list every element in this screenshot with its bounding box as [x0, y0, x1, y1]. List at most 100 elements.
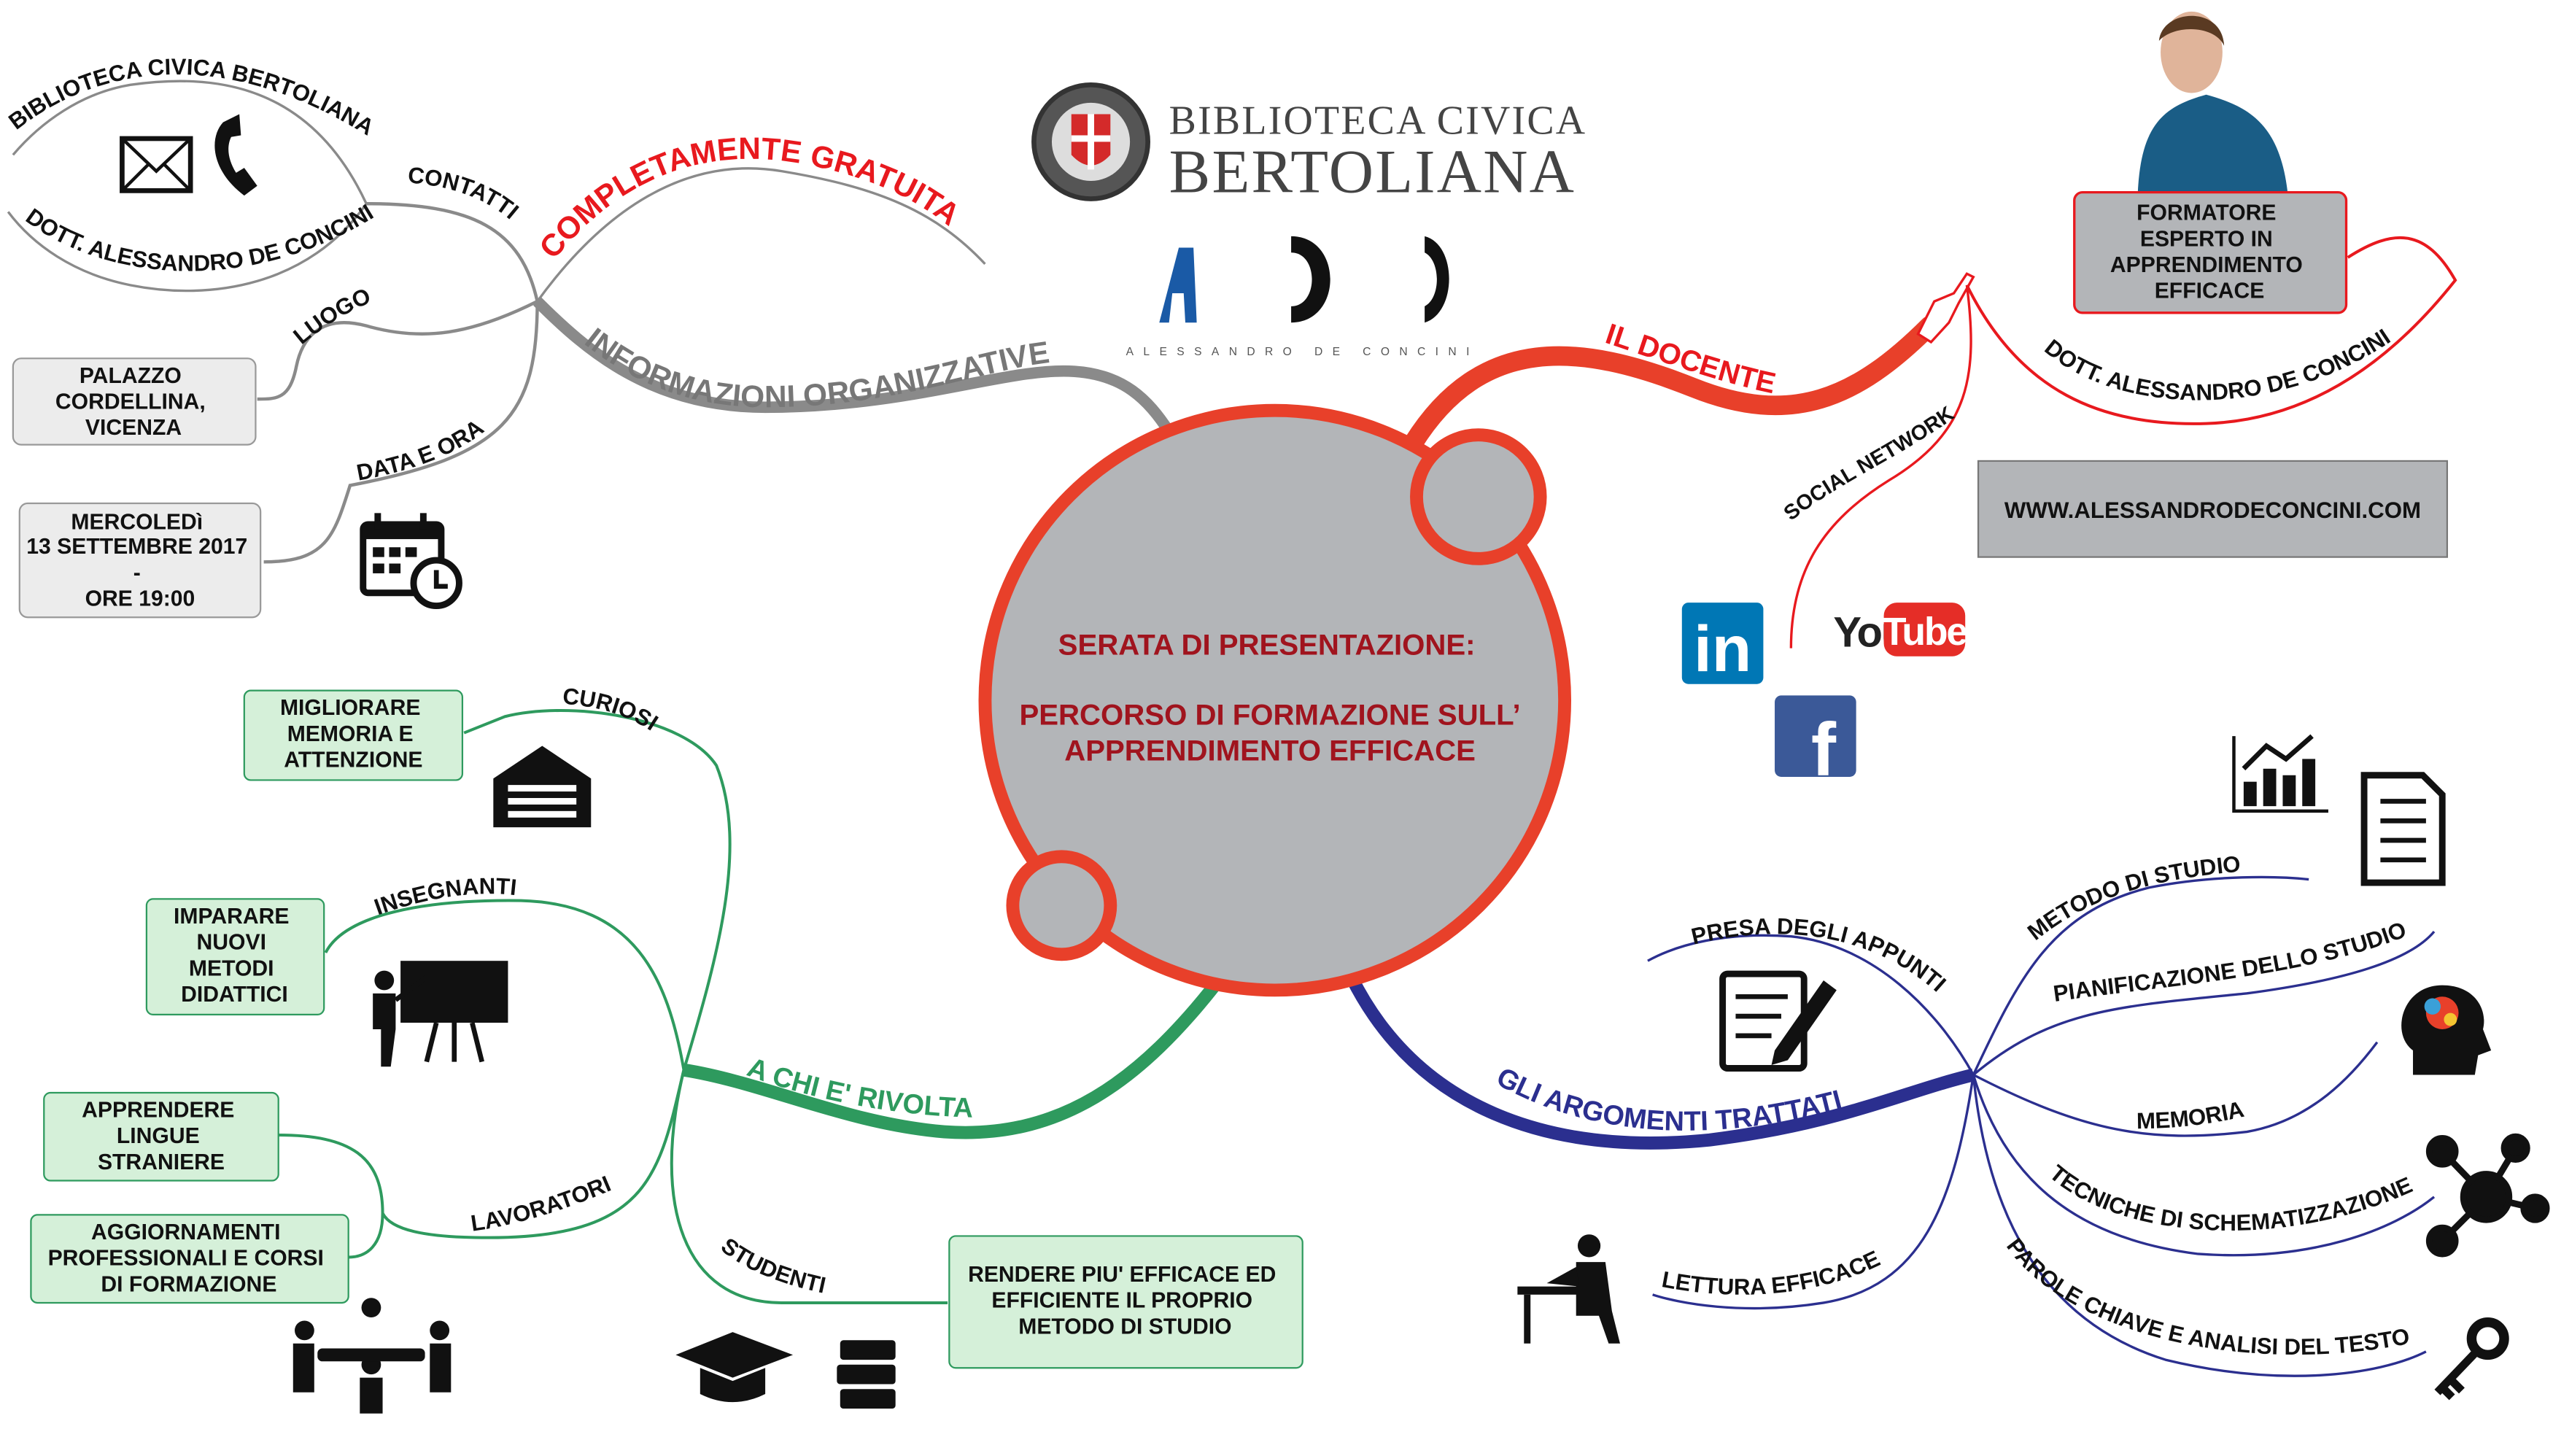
branch-line	[683, 973, 1227, 1139]
teacher-role-box: FORMATORE ESPERTO IN APPRENDIMENTO EFFIC…	[2073, 190, 2348, 314]
branch-line	[1965, 236, 2457, 425]
head-brain-icon	[2401, 985, 2492, 1075]
topic-label: PAROLE CHIAVE E ANALISI DEL TESTO	[2002, 1234, 2411, 1360]
center-subtitle-line1: PERCORSO DI FORMAZIONE SULL’	[1019, 699, 1520, 732]
topic-label: MEMORIA	[2136, 1096, 2247, 1134]
branch-line	[278, 1069, 686, 1259]
pointing-hand-icon	[1916, 272, 1975, 344]
branch-line	[670, 1069, 948, 1304]
teacher-name-label: DOTT. ALESSANDRO DE CONCINI	[2040, 324, 2395, 406]
branch-line	[7, 203, 368, 293]
workers-box2-text: AGGIORNAMENTI PROFESSIONALI E CORSI DI F…	[48, 1220, 330, 1296]
workers-box1-text: APPRENDERE LINGUE STRANIERE	[82, 1098, 241, 1174]
teacher-role-text: FORMATORE ESPERTO IN APPRENDIMENTO EFFIC…	[2110, 201, 2309, 303]
central-topic[interactable]: SERATA DI PRESENTAZIONE: PERCORSO DI FOR…	[978, 403, 1572, 997]
books-icon	[837, 1340, 896, 1409]
branch-line	[463, 709, 732, 1071]
teacher-photo	[2137, 11, 2288, 193]
contact-library-label: BIBLIOTECA CIVICA BERTOLIANA	[4, 54, 378, 140]
date-box	[18, 502, 262, 619]
node-data-e-ora[interactable]: DATA E ORA MERCOLEDì 13 SETTEMBRE 2017 -…	[18, 301, 539, 619]
curiosi-label: CURIOSI	[562, 684, 663, 736]
node-completamente-gratuita[interactable]: COMPLETAMENTE GRATUITA	[532, 131, 986, 303]
place-box-text: PALAZZO CORDELLINA, VICENZA	[55, 364, 212, 440]
branch-line	[1789, 284, 1972, 648]
logo-line1: BIBLIOTECA CIVICA	[1169, 98, 1587, 143]
node-luogo[interactable]: LUOGO PALAZZO CORDELLINA, VICENZA	[12, 283, 538, 446]
biblioteca-logo: BIBLIOTECA CIVICA BERTOLIANA	[1031, 82, 1587, 206]
branch-line	[1345, 974, 1975, 1150]
teacher-blackboard-icon	[373, 961, 508, 1067]
svg-text:f: f	[1811, 708, 1837, 791]
studenti-label: STUDENTI	[716, 1233, 828, 1298]
branch-label: INFORMAZIONI ORGANIZZATIVE	[579, 321, 1052, 414]
network-nodes-icon	[2425, 1133, 2550, 1258]
workers-box-training	[30, 1214, 349, 1304]
node-insegnanti[interactable]: INSEGNANTI IMPARARE NUOVI METODI DIDATTI…	[145, 873, 686, 1071]
center-subtitle-line2: APPRENDIMENTO EFFICACE	[1064, 735, 1476, 767]
decor-circle	[1006, 850, 1117, 961]
branch-argomenti-trattati[interactable]: GLI ARGOMENTI TRATTATI	[1345, 974, 1975, 1150]
garage-icon	[493, 746, 592, 828]
branch-line	[533, 297, 1174, 435]
curious-box-text: MIGLIORARE MEMORIA E ATTENZIONE	[280, 696, 427, 772]
topic-presa-appunti[interactable]: PRESA DEGLI APPUNTI	[1689, 913, 1951, 1072]
branch-line	[366, 202, 539, 302]
branch-line	[263, 301, 539, 564]
branch-line	[257, 300, 538, 401]
free-label: COMPLETAMENTE GRATUITA	[532, 131, 966, 265]
workers-box-languages	[43, 1091, 279, 1182]
svg-text:Tube: Tube	[1883, 611, 1967, 654]
date-box-text: MERCOLEDì 13 SETTEMBRE 2017 - ORE 19:00	[26, 511, 253, 611]
branch-line	[324, 899, 686, 1071]
calendar-clock-icon	[360, 513, 462, 610]
linkedin-icon[interactable]: in	[1681, 603, 1764, 685]
topic-lines	[1647, 875, 2436, 1377]
envelope-icon	[120, 136, 193, 193]
node-lavoratori[interactable]: LAVORATORI APPRENDERE LINGUE STRANIERE A…	[30, 1069, 686, 1414]
notepad-pencil-icon	[1719, 970, 1837, 1072]
curious-box	[243, 689, 464, 781]
students-box-text: RENDERE PIU' EFFICACE ED EFFICIENTE IL P…	[968, 1263, 1282, 1339]
decor-circle	[1410, 428, 1547, 565]
students-box	[948, 1235, 1303, 1369]
teachers-box-text: IMPARARE NUOVI METODI DIDATTICI	[174, 905, 295, 1007]
topic-label: LETTURA EFFICACE	[1660, 1246, 1884, 1300]
topic-label: METODO DI STUDIO	[2023, 851, 2242, 945]
branch-a-chi-e-rivolta[interactable]: A CHI E' RIVOLTA	[683, 973, 1227, 1139]
key-icon	[2434, 1317, 2509, 1401]
social-network-label: SOCIAL NETWORK	[1780, 402, 1959, 525]
branch-line	[1403, 316, 1940, 453]
luogo-label: LUOGO	[288, 283, 374, 349]
insegnanti-label: INSEGNANTI	[371, 873, 518, 920]
student-reading-icon	[1517, 1234, 1620, 1344]
phone-icon	[214, 114, 257, 196]
bar-chart-icon	[2232, 734, 2328, 813]
node-studenti[interactable]: STUDENTI RENDERE PIU' EFFICACE ED EFFICI…	[670, 1069, 1303, 1409]
adc-logo: ALESSANDRO DE CONCINI	[1126, 236, 1479, 358]
branch-informazioni-organizzative[interactable]: INFORMAZIONI ORGANIZZATIVE	[533, 297, 1174, 435]
branch-line	[536, 167, 986, 303]
lavoratori-label: LAVORATORI	[469, 1171, 614, 1236]
node-contatti[interactable]: CONTATTI BIBLIOTECA CIVICA BERTOLIANA DO…	[4, 54, 539, 302]
meeting-people-icon	[293, 1298, 452, 1414]
facebook-icon[interactable]: f	[1775, 695, 1856, 791]
checklist-icon	[2360, 772, 2446, 886]
website-link[interactable]: WWW.ALESSANDRODECONCINI.COM	[1977, 460, 2449, 558]
topic-metodo-studio[interactable]: METODO DI STUDIO	[2023, 734, 2446, 945]
youtube-icon[interactable]: You Tube	[1833, 603, 1969, 657]
branch-line	[12, 80, 368, 204]
center-title: SERATA DI PRESENTAZIONE:	[1058, 629, 1476, 662]
adc-caption: ALESSANDRO DE CONCINI	[1126, 346, 1479, 358]
place-box	[12, 357, 257, 446]
svg-text:in: in	[1694, 612, 1751, 685]
logo-line2: BERTOLIANA	[1169, 138, 1576, 206]
topic-label: PIANIFICAZIONE DELLO STUDIO	[2052, 917, 2410, 1007]
topic-label: TECNICHE DI SCHEMATIZZAZIONE	[2045, 1160, 2416, 1236]
topic-memoria[interactable]: MEMORIA	[2136, 1096, 2247, 1134]
website-text[interactable]: WWW.ALESSANDRODECONCINI.COM	[2004, 497, 2421, 523]
teachers-box	[145, 898, 325, 1015]
topic-lettura-efficace[interactable]: LETTURA EFFICACE	[1517, 1234, 1884, 1344]
topic-parole-chiave[interactable]: PAROLE CHIAVE E ANALISI DEL TESTO	[2002, 1234, 2509, 1401]
